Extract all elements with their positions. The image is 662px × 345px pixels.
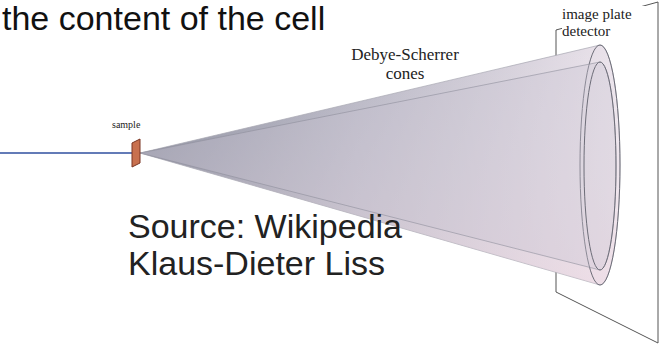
inner-ring <box>584 62 616 270</box>
incident-beam <box>0 152 132 154</box>
detector-label: image plate detector <box>562 6 656 39</box>
source-credit: Source: Wikipedia Klaus-Dieter Liss <box>128 208 418 283</box>
sample-plate <box>132 139 140 167</box>
cone-label: Debye-Scherrer cones <box>330 46 480 83</box>
sample-label: sample <box>112 119 172 130</box>
heading-fragment: the content of the cell <box>2 0 422 37</box>
